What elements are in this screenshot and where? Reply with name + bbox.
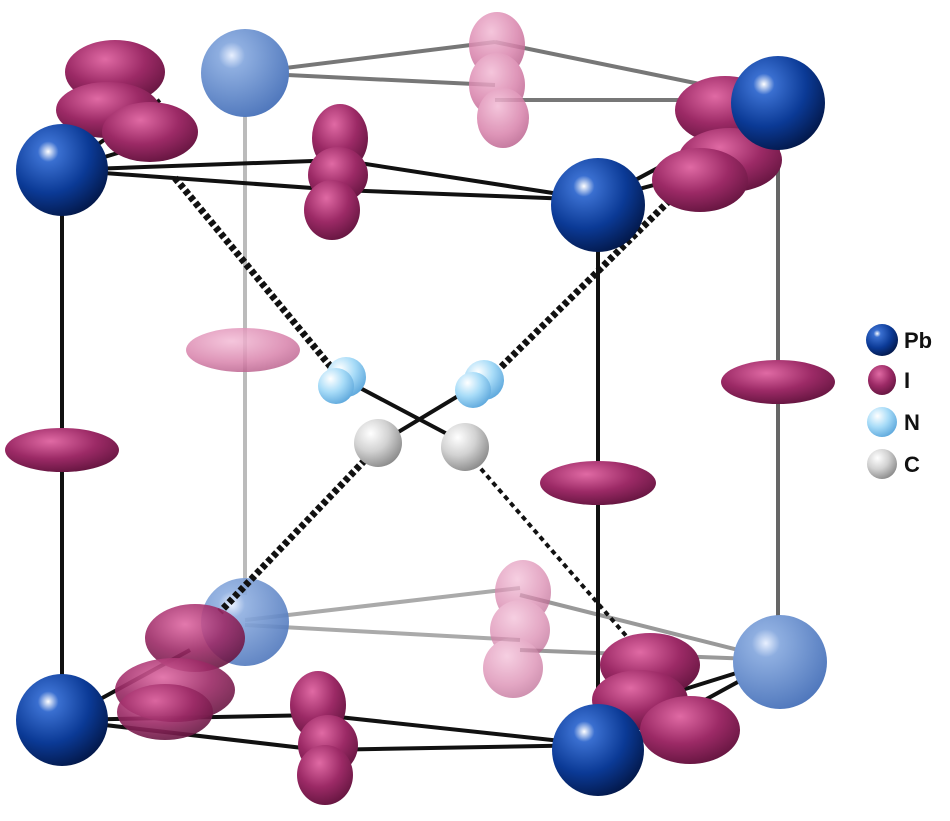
lead-atom-bottom-left (16, 674, 108, 766)
dashed-bond-lower-right (473, 460, 630, 640)
iodine-cluster-bottom-left (115, 604, 245, 740)
iodine-atoms-front (5, 40, 835, 805)
legend-item-n: N (867, 407, 920, 437)
legend-label-i: I (904, 368, 910, 393)
lead-atom-back-top-left (201, 29, 289, 117)
iodine-atom-icon (868, 365, 896, 395)
legend-label-n: N (904, 410, 920, 435)
iodine-atom-center-mid (540, 461, 656, 505)
iodine-cluster-back-top (469, 12, 529, 148)
lead-atom-bottom-center (552, 704, 644, 796)
lead-atom-top-center (551, 158, 645, 252)
legend-item-i: I (868, 365, 910, 395)
bond-back-bottom-edge-2 (244, 623, 521, 642)
legend-item-c: C (867, 449, 920, 479)
iodine-cluster-bottom-center (290, 671, 358, 805)
iodine-atom-back-left-mid (186, 328, 300, 372)
lead-atom-top-left (16, 124, 108, 216)
lead-atom-top-right-back (731, 56, 825, 150)
nitrogen-atom-left-b (318, 368, 354, 404)
lead-atoms-front (16, 56, 827, 796)
iodine-cluster-top-center (304, 104, 368, 240)
dashed-bond-upper-right (487, 195, 675, 381)
bond-back-bottom-edge-1 (244, 586, 521, 622)
carbon-atom-icon (867, 449, 897, 479)
carbon-atom-right (441, 423, 489, 471)
legend: Pb I N C (866, 324, 932, 479)
iodine-cluster-back-bottom (483, 560, 551, 698)
nitrogen-atom-right-b (455, 372, 491, 408)
legend-item-pb: Pb (866, 324, 932, 356)
nitrogen-atom-icon (867, 407, 897, 437)
iodine-atom-right-mid (721, 360, 835, 404)
dashed-bond-upper-left (172, 175, 338, 375)
lead-atom-bottom-right-back (733, 615, 827, 709)
lead-atom-icon (866, 324, 898, 356)
iodine-cluster-top-left (56, 40, 198, 162)
dashed-bonds (172, 175, 675, 640)
dashed-bond-lower-left (217, 457, 368, 615)
carbon-atom-left (354, 419, 402, 467)
iodine-atom-left-mid (5, 428, 119, 472)
methylammonium-molecules (318, 357, 504, 471)
legend-label-pb: Pb (904, 328, 932, 353)
legend-label-c: C (904, 452, 920, 477)
